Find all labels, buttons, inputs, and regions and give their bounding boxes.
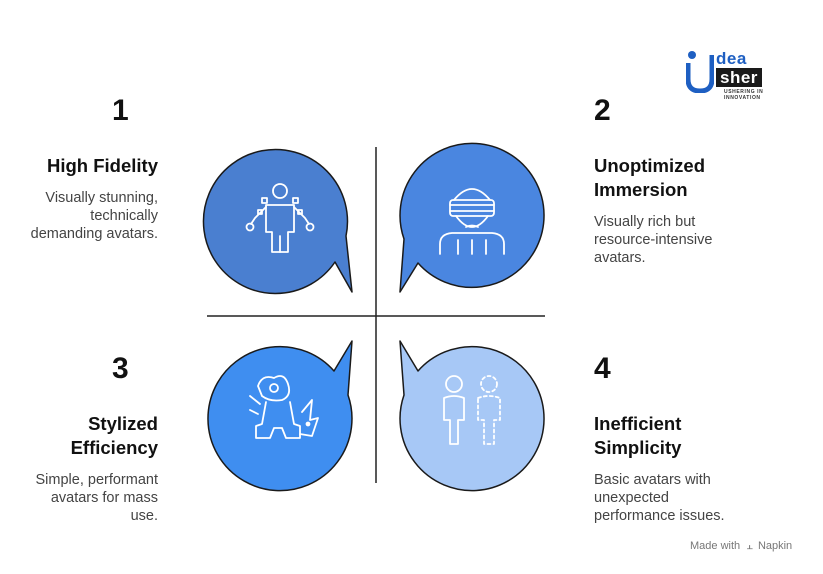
quadrant-3-title: Stylized Efficiency xyxy=(70,413,158,458)
bubble-3 xyxy=(207,340,353,492)
quadrant-2-number: 2 xyxy=(594,94,611,127)
motion-capture-figure-icon xyxy=(245,183,315,253)
quadrant-4-description: Basic avatars with unexpected performanc… xyxy=(594,472,725,524)
quadrant-1-number: 1 xyxy=(112,94,129,127)
quadrant-2-description: Visually rich but resource-intensive ava… xyxy=(594,214,713,266)
quadrant-3-description: Simple, performant avatars for mass use. xyxy=(35,472,159,524)
bubble-1 xyxy=(202,148,353,295)
logo-word-usher: sher xyxy=(716,68,762,87)
quadrant-1-description: Visually stunning, technically demanding… xyxy=(30,190,158,242)
cartoon-characters-icon xyxy=(249,375,319,439)
quadrant-4-number: 4 xyxy=(594,352,611,385)
logo: dea sher USHERING IN INNOVATION xyxy=(686,47,801,101)
logo-tagline: USHERING IN INNOVATION xyxy=(724,89,764,101)
quadrant-3-number: 3 xyxy=(112,352,129,385)
napkin-logo-icon: ⫠ xyxy=(746,540,753,552)
vr-headset-person-icon xyxy=(439,188,505,255)
made-with-napkin: Made with ⫠ Napkin xyxy=(690,540,792,553)
bubble-2 xyxy=(399,142,545,293)
quadrant-4-title: Inefficient Simplicity xyxy=(594,413,682,458)
logo-word-idea: dea xyxy=(716,49,747,68)
bubble-4 xyxy=(399,340,545,492)
quadrant-2-title: Unoptimized Immersion xyxy=(594,155,705,200)
quadrant-1-title: High Fidelity xyxy=(47,155,158,176)
napkin-label: Napkin xyxy=(757,540,793,552)
made-with-label: Made with xyxy=(690,540,741,552)
basic-avatar-figures-icon xyxy=(443,375,501,445)
logo-u-icon xyxy=(686,51,714,93)
